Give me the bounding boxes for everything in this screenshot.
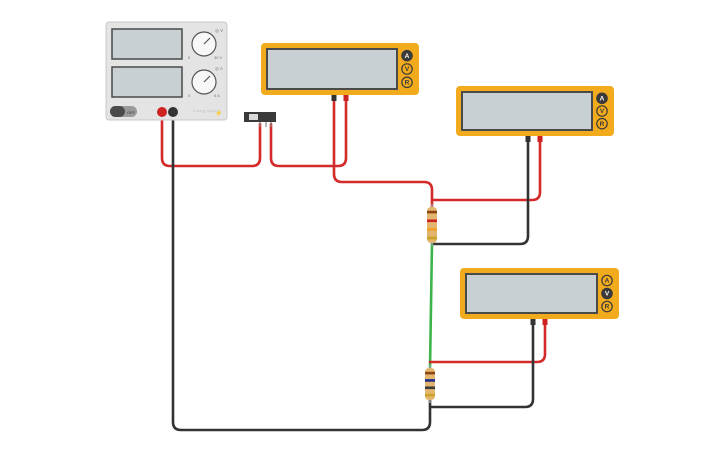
- black-probe-jack[interactable]: [530, 319, 536, 325]
- mode-button-label: A: [600, 96, 605, 103]
- power-supply-brand: Energy Supply: [193, 108, 219, 113]
- resistors: [425, 204, 437, 403]
- voltage-display: [111, 28, 183, 60]
- resistor-band: [425, 393, 435, 397]
- mode-button-a[interactable]: A: [601, 274, 613, 287]
- black-probe-jack[interactable]: [331, 95, 337, 101]
- mode-button-a[interactable]: A: [596, 92, 608, 105]
- red-probe-jack[interactable]: [537, 136, 543, 142]
- multimeter-1[interactable]: AVR: [261, 43, 419, 101]
- current-knob[interactable]: [191, 69, 217, 95]
- wire-meter1-black-to-resistor1[interactable]: [332, 98, 434, 209]
- resistor-1[interactable]: [427, 204, 437, 246]
- voltage-knob-min-label: 0: [188, 55, 191, 60]
- mode-button-a[interactable]: A: [401, 49, 413, 62]
- voltage-knob-top-label: ◎ V: [215, 28, 223, 33]
- power-switch[interactable]: OFF: [110, 106, 137, 117]
- wire-resistor2-top-to-meter3-red[interactable]: [428, 322, 547, 364]
- wire-psu-negative-return[interactable]: [171, 114, 432, 432]
- slide-switch[interactable]: [244, 112, 276, 127]
- mode-button-r[interactable]: R: [401, 76, 413, 89]
- psu-negative-terminal[interactable]: [168, 107, 178, 117]
- wire-resistor1-top-to-meter2-red[interactable]: [430, 139, 542, 202]
- multimeter-display: [266, 48, 398, 90]
- mode-button-v[interactable]: V: [401, 63, 413, 75]
- mode-button-r[interactable]: R: [601, 300, 613, 313]
- multimeter-display: [465, 273, 598, 314]
- mode-button-label: V: [600, 108, 605, 115]
- current-knob-top-label: ◎ A: [215, 66, 223, 71]
- psu-positive-terminal[interactable]: [157, 107, 167, 117]
- red-probe-jack[interactable]: [542, 319, 548, 325]
- mode-button-label: A: [605, 278, 610, 285]
- mode-button-v[interactable]: V: [596, 105, 608, 117]
- wire-resistor2-bottom-to-meter3-black[interactable]: [428, 322, 535, 409]
- wire-resistor1-to-resistor2[interactable]: [428, 241, 434, 370]
- resistor-body: [425, 368, 435, 400]
- wire-psu-positive-to-switch[interactable]: [160, 114, 262, 168]
- multimeter-2[interactable]: AVR: [456, 86, 614, 142]
- resistor-band: [427, 236, 437, 240]
- mode-button-r[interactable]: R: [596, 117, 608, 130]
- voltage-knob[interactable]: [191, 31, 217, 57]
- red-probe-jack[interactable]: [343, 95, 349, 101]
- resistor-band: [425, 371, 435, 375]
- multimeter-display: [461, 91, 593, 131]
- mode-button-label: R: [605, 304, 610, 311]
- mode-button-label: A: [405, 53, 410, 60]
- resistor-body: [427, 207, 437, 243]
- wires: [160, 98, 547, 432]
- multimeter-3[interactable]: AVR: [460, 268, 619, 325]
- resistor-band: [425, 379, 435, 382]
- current-knob-max-label: 5 A: [214, 93, 220, 98]
- wire-resistor1-bottom-to-meter2-black[interactable]: [430, 139, 530, 246]
- resistor-band: [427, 210, 437, 214]
- mode-button-v[interactable]: V: [601, 287, 613, 300]
- wire-switch-to-meter1-red[interactable]: [269, 98, 348, 168]
- current-knob-min-label: 0: [188, 93, 191, 98]
- mode-button-label: R: [600, 121, 605, 128]
- mode-button-label: R: [405, 80, 410, 87]
- current-display: [111, 66, 183, 98]
- resistor-band: [427, 228, 437, 231]
- mode-button-label: V: [405, 66, 410, 73]
- power-switch-label: OFF: [127, 110, 136, 115]
- power-supply[interactable]: ◎ V 0 30 V ◎ A 0 5 A OFF Energy Supply ⚡: [105, 21, 228, 121]
- power-supply-brand-mark: ⚡: [215, 109, 222, 117]
- voltage-knob-max-label: 30 V: [214, 55, 223, 60]
- resistor-band: [425, 386, 435, 390]
- resistor-2[interactable]: [425, 365, 435, 403]
- black-probe-jack[interactable]: [525, 136, 531, 142]
- resistor-band: [427, 219, 437, 223]
- mode-button-label: V: [605, 291, 610, 298]
